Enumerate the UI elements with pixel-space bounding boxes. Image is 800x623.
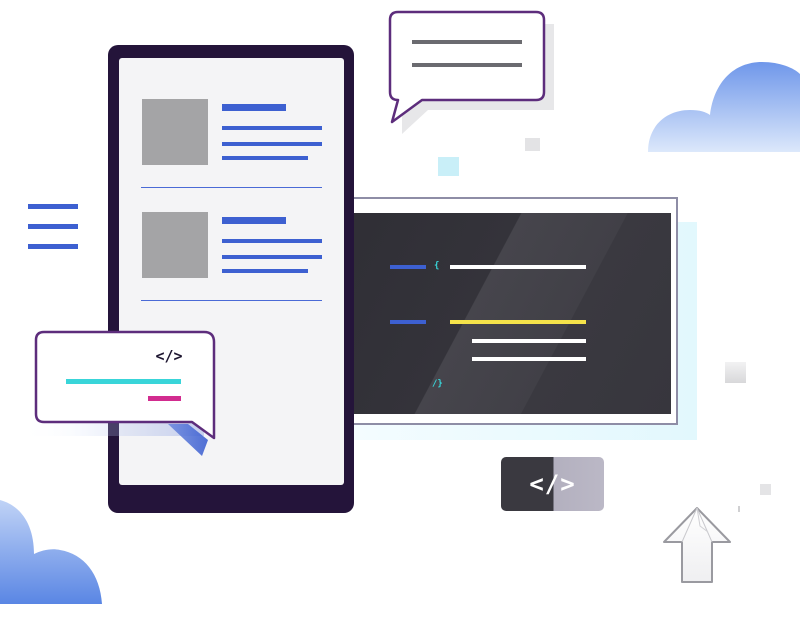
text-line [222,269,308,273]
code-chat-bubble [18,328,222,458]
text-line [222,156,308,160]
list-divider [141,187,322,188]
hamburger-menu-icon [28,204,78,250]
text-line [222,104,286,111]
code-line-keyword [390,320,426,324]
code-tag-text: </> [155,347,183,365]
code-open-brace: { [434,261,440,271]
code-close-brace: /} [432,379,443,389]
code-line [450,265,586,269]
decor-square [525,138,540,151]
decor-square [760,484,771,495]
text-line [222,126,322,130]
code-editor-screen: { /} [335,213,671,414]
decor-square [438,157,459,176]
cloud-icon [0,500,104,604]
image-placeholder [142,212,208,278]
text-line [222,255,322,259]
code-line-highlight [450,320,586,324]
code-line-keyword [390,265,426,269]
chat-bubble [386,10,558,136]
list-divider [141,300,322,301]
cloud-icon [646,60,800,152]
code-line [472,357,586,361]
code-chip-tag: </> [529,470,576,498]
text-line [222,142,322,146]
text-line [222,239,322,243]
code-line [472,339,586,343]
upload-arrow-icon [660,506,734,586]
text-line [222,217,286,224]
code-chip: </> [501,457,604,511]
decor-dot [738,506,740,512]
decor-square [725,362,746,383]
image-placeholder [142,99,208,165]
